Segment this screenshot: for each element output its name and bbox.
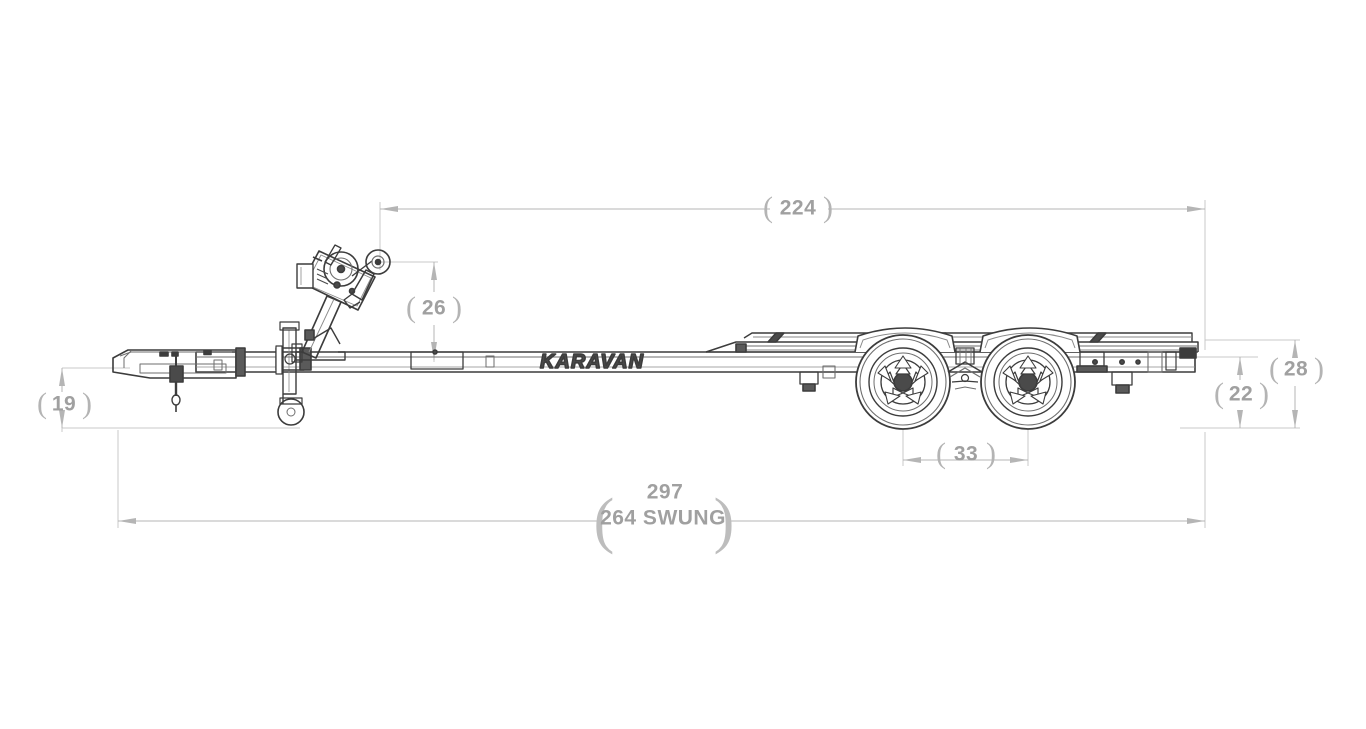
dimension-22-value: 22 (1229, 383, 1253, 406)
tongue-crossmember (235, 345, 495, 377)
trailer-assembly: KARAVAN (112, 244, 1199, 430)
dimension-33-value: 33 (954, 443, 978, 466)
dimension-297-paren-right: ) (714, 487, 735, 555)
winch (296, 244, 376, 311)
dimension-19-paren-left: ( (37, 387, 47, 420)
dimension-224: ( 224 ) (380, 191, 1205, 224)
dimension-28: ( 28 ) (1269, 340, 1324, 428)
brand-decal: KARAVAN (539, 350, 644, 374)
dimension-264-swung-value: 264 SWUNG (600, 507, 726, 530)
dimension-33-paren-right: ) (986, 437, 996, 470)
dimension-26: ( 26 ) (406, 262, 462, 360)
dimension-224-value: 224 (780, 197, 817, 220)
dimension-224-paren-right: ) (823, 191, 833, 224)
dimension-28-value: 28 (1284, 358, 1308, 381)
dimension-22-paren-left: ( (1214, 377, 1224, 410)
dimension-19-paren-right: ) (82, 387, 92, 420)
dimension-26-paren-left: ( (406, 291, 416, 324)
dimension-19-value: 19 (52, 393, 76, 416)
dimension-extension-lines (61, 200, 1300, 528)
dimension-28-paren-left: ( (1269, 352, 1279, 385)
dimension-22-paren-right: ) (1259, 377, 1269, 410)
dimension-297-264-swung: ( 297 264 SWUNG ) (118, 481, 1205, 555)
dimension-224-paren-left: ( (763, 191, 773, 224)
bow-roller (343, 249, 391, 309)
dimension-22: ( 22 ) (1214, 357, 1269, 428)
dimension-26-paren-right: ) (452, 291, 462, 324)
dimension-33-paren-left: ( (936, 437, 946, 470)
underframe-brackets (799, 347, 1197, 394)
bunk-rail (705, 332, 1199, 353)
dimension-33: ( 33 ) (903, 437, 1028, 470)
rear-wheel (980, 334, 1076, 430)
front-wheel (855, 334, 951, 430)
safety-chain (169, 352, 184, 412)
dimension-28-paren-right: ) (1314, 352, 1324, 385)
dimension-297-value: 297 (647, 481, 684, 504)
brand-label: KARAVAN (540, 351, 644, 373)
swivel-jack (275, 321, 312, 426)
dimension-26-value: 26 (422, 297, 446, 320)
dimension-19: ( 19 ) (37, 368, 92, 428)
tail-light (1076, 351, 1108, 373)
dimension-297-paren-left: ( (594, 487, 615, 555)
leaf-spring-equalizer (947, 347, 983, 390)
